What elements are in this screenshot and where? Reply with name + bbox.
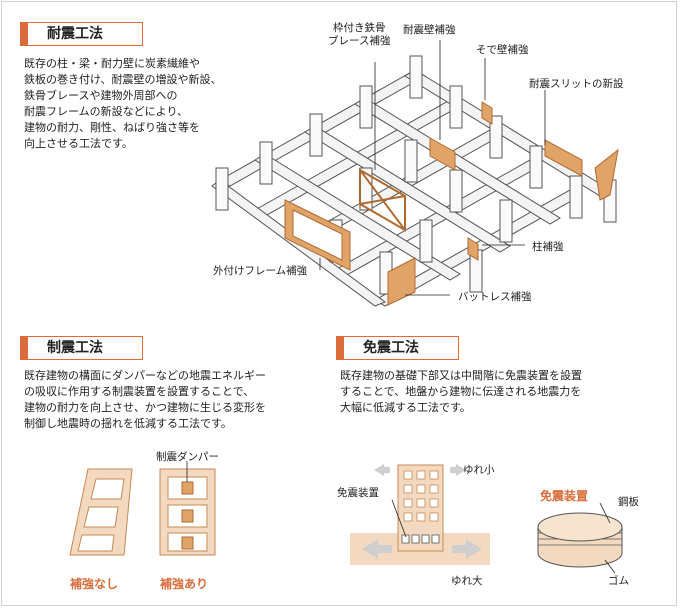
label-rubber: ゴム <box>608 575 629 587</box>
seishin-title: 制震工法 <box>20 336 143 360</box>
label-small-shake: ゆれ小 <box>463 464 495 476</box>
label-big-shake: ゆれ大 <box>451 575 483 587</box>
label-without: 補強なし <box>70 577 119 591</box>
label-outer-frame: 外付けフレーム補強 <box>213 265 308 277</box>
seishin-illustration <box>69 461 216 556</box>
label-damper: 制震ダンパー <box>156 451 219 463</box>
label-column: 柱補強 <box>532 241 564 253</box>
taishin-frame-diagram <box>211 40 619 307</box>
taishin-title: 耐震工法 <box>20 22 143 46</box>
label-with: 補強あり <box>160 577 209 591</box>
label-buttress: バットレス補強 <box>458 291 532 303</box>
label-sode: そで壁補強 <box>476 44 529 56</box>
label-wall: 耐震壁補強 <box>403 24 456 36</box>
label-device: 免震装置 <box>337 487 379 499</box>
menshin-description: 既存建物の基礎下部又は中間階に免震装置を設置 することで、地盤から建物に伝達され… <box>340 369 582 414</box>
taishin-description: 既存の柱・梁・耐力壁に炭素繊維や 鉄板の巻き付け、耐震壁の増設や新設、 鉄骨ブレ… <box>24 57 222 150</box>
label-device-title: 免震装置 <box>540 489 589 503</box>
title-mark <box>21 23 28 45</box>
title-mark <box>21 337 28 359</box>
menshin-title-text: 免震工法 <box>363 340 419 356</box>
label-steel: 鋼板 <box>618 496 639 508</box>
seishin-title-text: 制震工法 <box>47 340 103 356</box>
isolator-detail <box>537 512 623 568</box>
label-slit: 耐震スリットの新設 <box>529 78 624 90</box>
title-mark <box>337 337 344 359</box>
taishin-title-text: 耐震工法 <box>47 26 103 42</box>
menshin-title: 免震工法 <box>336 336 459 360</box>
menshin-illustration <box>350 464 623 574</box>
seishin-description: 既存建物の構面にダンパーなどの地震エネルギー の吸収に作用する制震装置を設置する… <box>24 369 266 430</box>
label-brace: 枠付き鉄骨 ブレース補強 <box>328 22 391 47</box>
